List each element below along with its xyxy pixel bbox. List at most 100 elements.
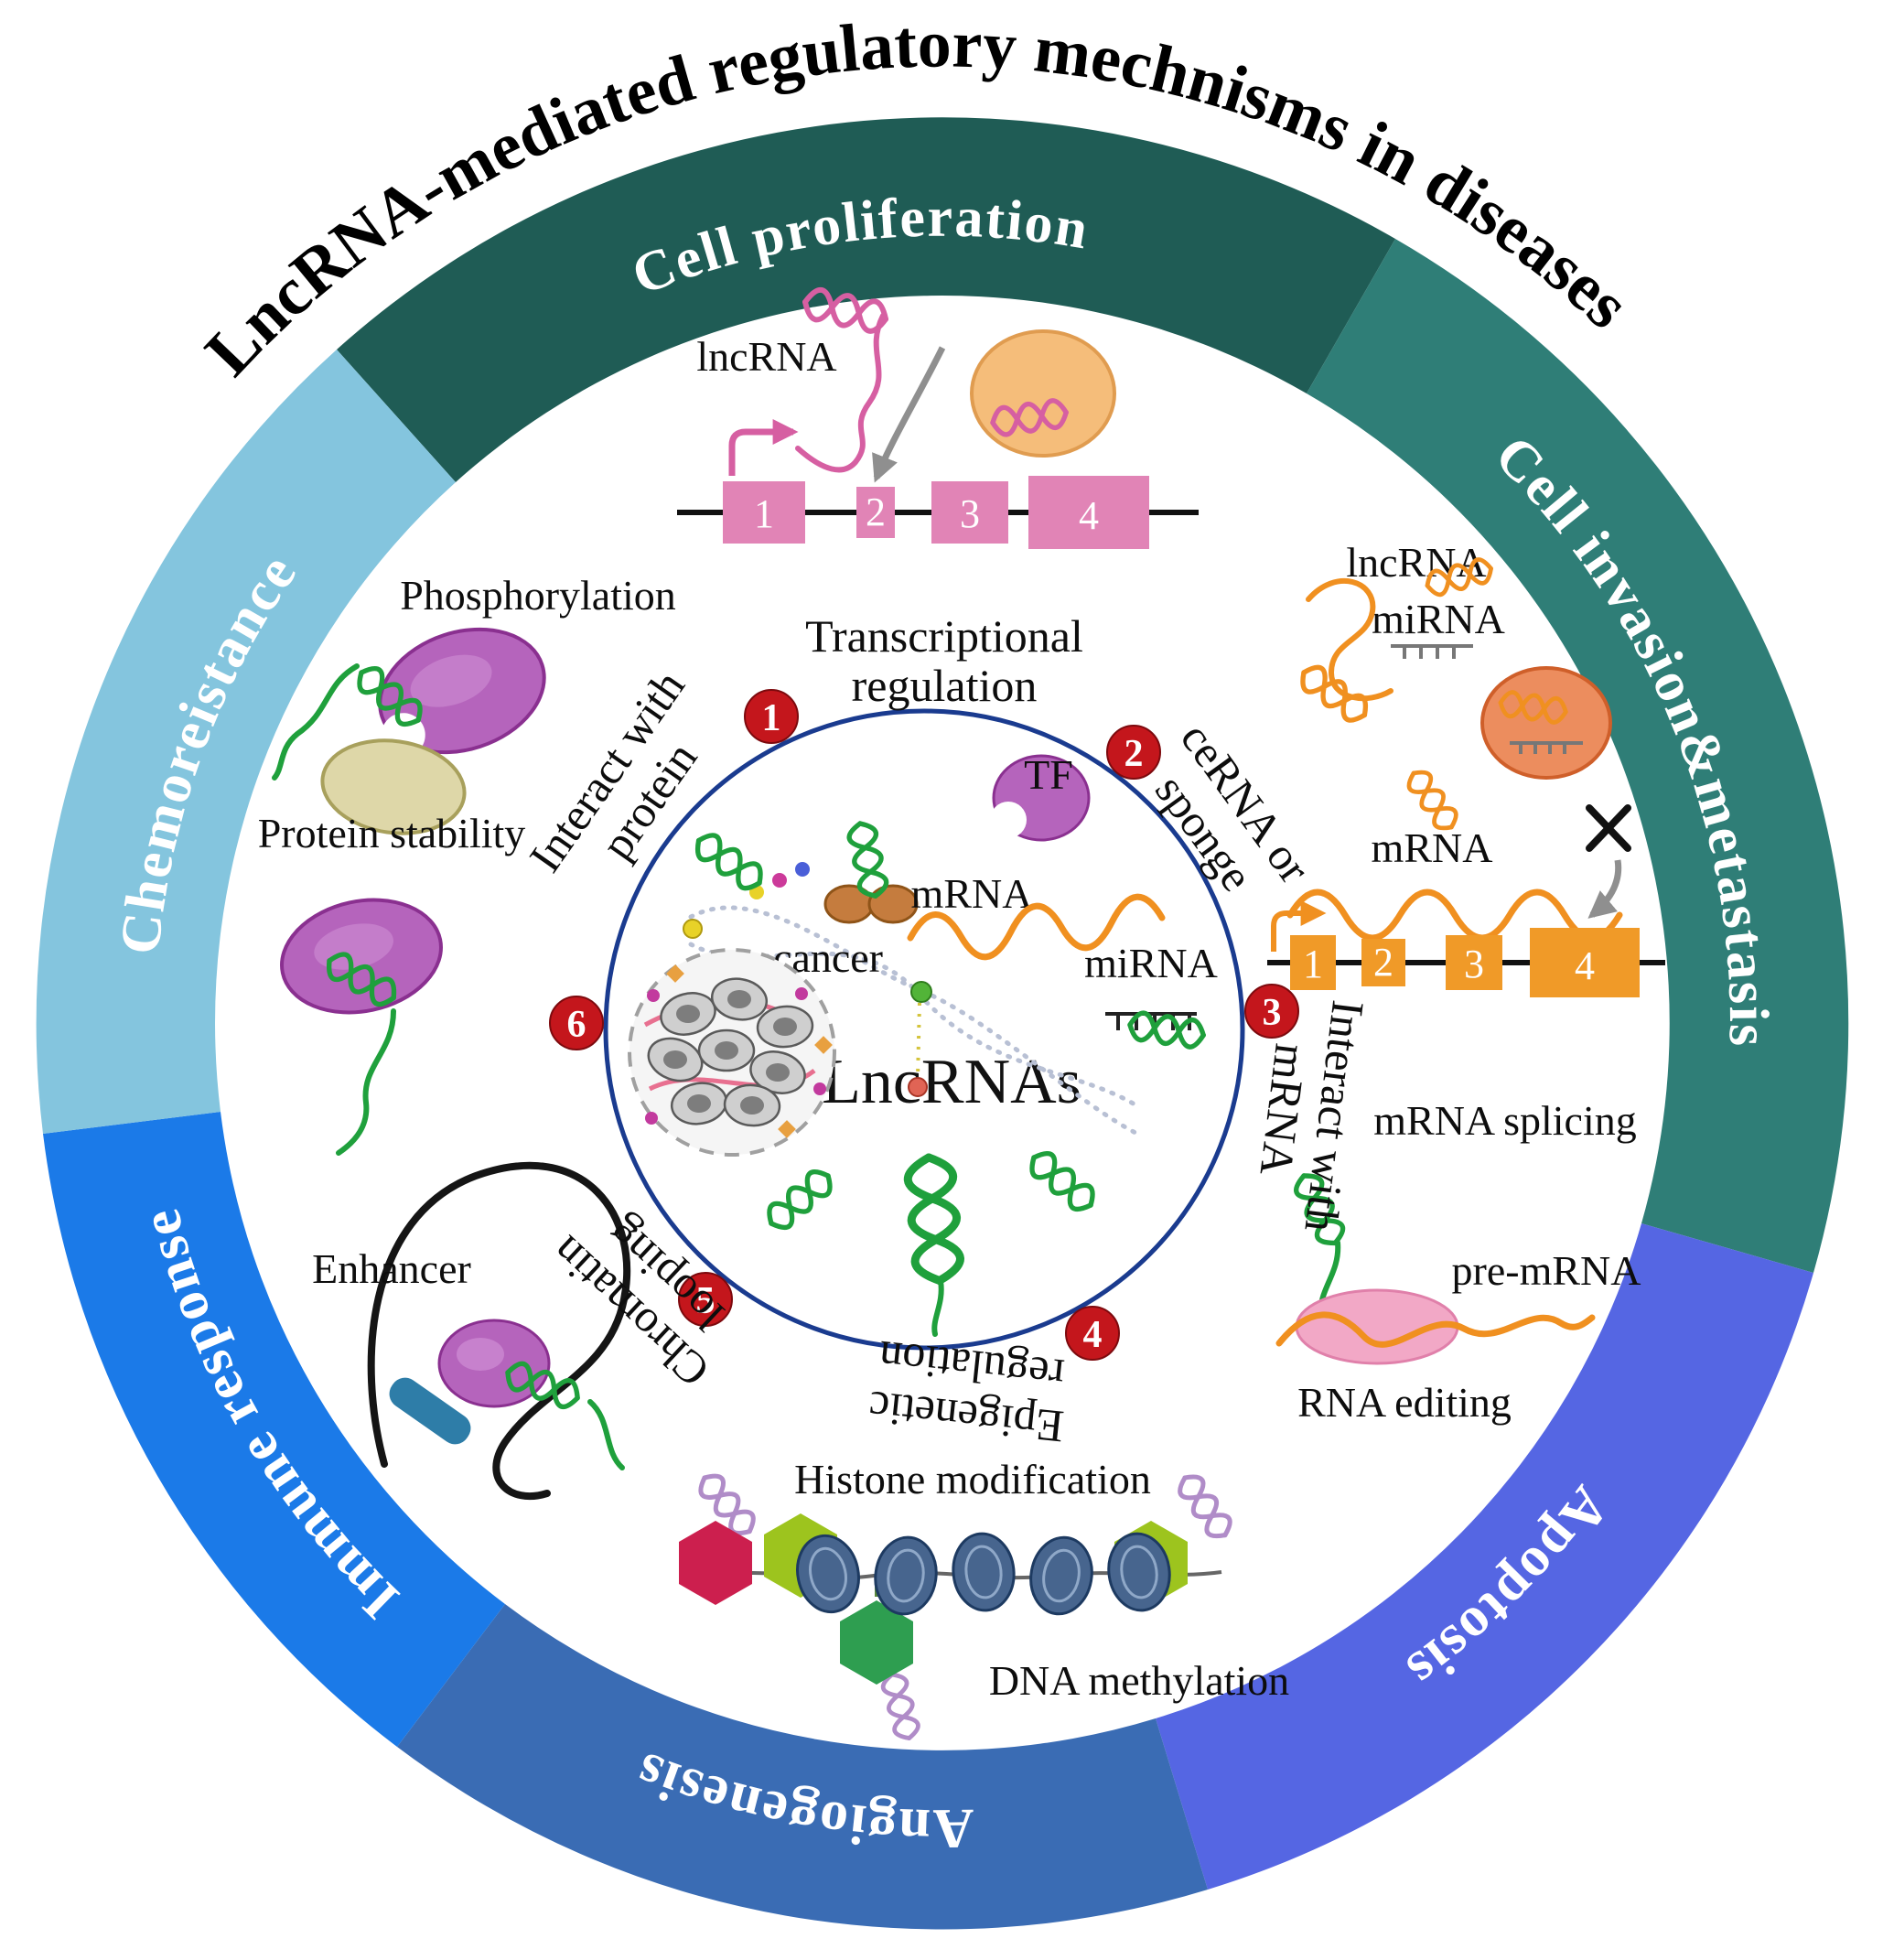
mrna-splicing-label: mRNA splicing [1373,1097,1637,1144]
pre-mrna-label: pre-mRNA [1452,1247,1641,1294]
exon-number: 2 [866,490,886,534]
cerna-diagram: lncRNA miRNA mRNA 1 2 3 4 [1267,539,1665,997]
lncrna-label: lncRNA [696,333,836,380]
ring-segment-angiogenesis [397,1604,1208,1930]
mirna-label: miRNA [1372,596,1505,642]
exon-box [1290,935,1336,990]
tf-label: TF [1024,751,1073,798]
pre-mrna-wave [1275,1311,1596,1348]
badge-circle [1065,1306,1120,1361]
nucleosome-core [874,1535,938,1616]
cell-nucleus [773,1018,797,1036]
tumor-cluster [628,948,836,1157]
phosphorylation-label: Phosphorylation [400,572,676,619]
nucleosome-coil [1042,1548,1081,1603]
lncrna-squiggle [795,313,886,473]
methylation-hexagon-green [840,1600,913,1685]
exon-number: 4 [1575,943,1595,988]
cell-nucleus [687,1094,711,1113]
stromal-dot [813,1082,826,1095]
nucleosome [874,1535,938,1616]
protein-stability-label: Protein stability [258,810,526,856]
inner-circle [603,708,1245,1351]
dna-helix-icon [1175,1470,1236,1543]
mrna-wave [1286,888,1623,942]
chromatin-protein-pair [823,884,919,924]
exon-number: 1 [1303,942,1323,986]
mechanism-badge-5: 5 [678,1272,733,1327]
ring-segment-immune-response [43,1112,505,1747]
protein-interaction-diagram: Phosphorylation Protein stability [258,572,676,1156]
stromal-star [778,1120,796,1138]
cell-nucleus [676,1005,700,1023]
polymerase-blob [970,329,1116,458]
badge-number: 2 [1124,733,1144,775]
badge-number: 3 [1263,992,1282,1034]
mirna-in-protein-icon [1510,741,1583,754]
enhancer-label: Enhancer [312,1245,471,1292]
nucleosome-core [1029,1535,1093,1616]
stromal-star [814,1036,833,1054]
mechanism-label-4: Epigenetic regulation [866,1331,1067,1453]
protein-blob [867,884,919,924]
promoter-arrow-icon [1271,900,1327,952]
mechanism-badge-3: 3 [1244,984,1299,1039]
mechanism-badge-6: 6 [549,996,604,1050]
nucleosome-core [952,1532,1016,1612]
nucleosome [1107,1532,1171,1612]
mrna-label: mRNA [911,870,1033,917]
lncrna-tail [272,663,360,781]
badge-circle [744,689,799,744]
lncrna-tail [336,1008,396,1156]
mechanism-badge-1: 1 [744,689,799,744]
mirna-comb-icon [1391,644,1473,659]
nucleosome [1029,1535,1093,1616]
chromatin-looping-diagram: Enhancer [312,1161,631,1501]
protein-blob [320,738,467,835]
exon-box [856,487,895,538]
cell-nucleus [766,1063,790,1082]
exon-box [723,481,805,544]
risc-protein-blob [1480,666,1612,780]
exon-box [1530,928,1640,997]
exon-box [1361,939,1405,986]
nucleosome [952,1532,1016,1612]
protein-highlight [410,654,492,707]
transcription-diagram: lncRNA 1 2 3 4 [677,287,1199,549]
linker-strand [916,1002,921,1078]
bead-yellow [683,919,703,939]
exon-number: 3 [960,491,980,536]
tf-binding-notch [990,802,1027,838]
mechanism-label-1: Transcriptional regulation [805,610,1083,711]
nucleosome [796,1534,860,1614]
rna-editing-label: RNA editing [1297,1379,1512,1426]
bead-blue [795,862,810,877]
mechanism-text: Transcriptional [805,610,1083,662]
stromal-dot [795,987,808,1000]
nucleosome-coil [964,1545,1003,1599]
exon-number: 4 [1079,493,1099,538]
badge-circle [678,1272,733,1327]
exon-number: 2 [1373,940,1393,985]
histone-modification-label: Histone modification [794,1456,1151,1502]
modification-hexagon-red [679,1521,752,1605]
mechanism-text: regulation [852,660,1038,711]
cell-nucleus [663,1050,687,1069]
badge-circle [1106,725,1161,780]
badge-number: 6 [567,1004,586,1046]
exon-box [931,481,1008,544]
splicing-diagram: mRNA splicing pre-mRNA RNA editing [1275,1097,1641,1426]
inner-circle-group: LncRNAs mRNA miRNA TF cancer [603,708,1245,1351]
mirna-label: miRNA [1084,940,1218,986]
blocked-x-icon [1586,804,1631,852]
stromal-dot [647,989,660,1002]
nucleosome-core [1107,1532,1171,1612]
lncrna-tail [587,1399,625,1470]
ring-segment-cell-invasion-metastasis [1307,239,1849,1273]
bead-red [908,1077,928,1097]
exon-number: 3 [1464,942,1484,986]
lncrnas-title: LncRNAs [822,1047,1081,1117]
protein-highlight [457,1338,504,1371]
lncrna-tail [931,1278,944,1337]
